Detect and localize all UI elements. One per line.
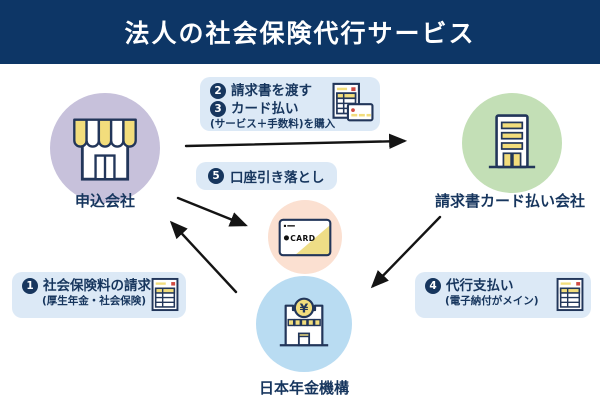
page-header: 法人の社会保険代行サービス <box>0 0 600 64</box>
step2-title: 請求書を渡す <box>231 83 312 99</box>
card-text: CARD <box>290 233 315 242</box>
step5-title: 口座引き落とし <box>230 170 325 186</box>
step3-number-badge: 3 <box>210 101 226 118</box>
node-pension-circle: ¥ <box>256 276 352 372</box>
step4-box: 4 代行支払い (電子納付がメイン) <box>415 272 591 318</box>
storefront-icon <box>73 118 137 181</box>
step4-subtitle: (電子納付がメイン) <box>445 295 539 308</box>
step1-box: 1 社会保険料の請求 (厚生年金・社会保険) <box>12 272 186 318</box>
node-applicant-label: 申込会社 <box>74 192 135 210</box>
step1-title: 社会保険料の請求 <box>43 278 151 294</box>
yen-symbol: ¥ <box>300 300 309 315</box>
step1-subtitle: (厚生年金・社会保険) <box>42 295 147 308</box>
credit-card-icon: CARD <box>278 218 332 256</box>
invoice-icon <box>556 277 584 312</box>
step3-subtitle: (サービス＋手数料)を購入 <box>210 118 336 131</box>
node-card-circle: CARD <box>268 200 342 274</box>
step1-number-badge: 1 <box>22 278 38 295</box>
step5-number-badge: 5 <box>208 168 224 184</box>
page-title: 法人の社会保険代行サービス <box>124 19 476 48</box>
step2-number-badge: 2 <box>210 83 226 100</box>
step23-box: 2 請求書を渡す 3 カード払い (サービス＋手数料)を購入 <box>200 77 380 131</box>
invoice-icon <box>151 277 179 312</box>
node-card-company-circle <box>462 93 562 193</box>
step5-box: 5 口座引き落とし <box>196 162 337 190</box>
step4-title: 代行支払い <box>446 278 514 294</box>
arrow-account-debit <box>176 196 248 227</box>
invoice-card-icon <box>332 82 374 122</box>
step3-title: カード払い <box>231 101 299 118</box>
step4-number-badge: 4 <box>425 278 441 295</box>
arrow-invoice-handover <box>184 133 408 150</box>
node-card-company-label: 請求書カード払い会社 <box>434 192 585 210</box>
bank-icon: ¥ <box>279 297 329 347</box>
office-building-icon <box>488 114 536 169</box>
node-applicant-circle <box>50 93 160 203</box>
node-pension-label: 日本年金機構 <box>258 379 349 397</box>
